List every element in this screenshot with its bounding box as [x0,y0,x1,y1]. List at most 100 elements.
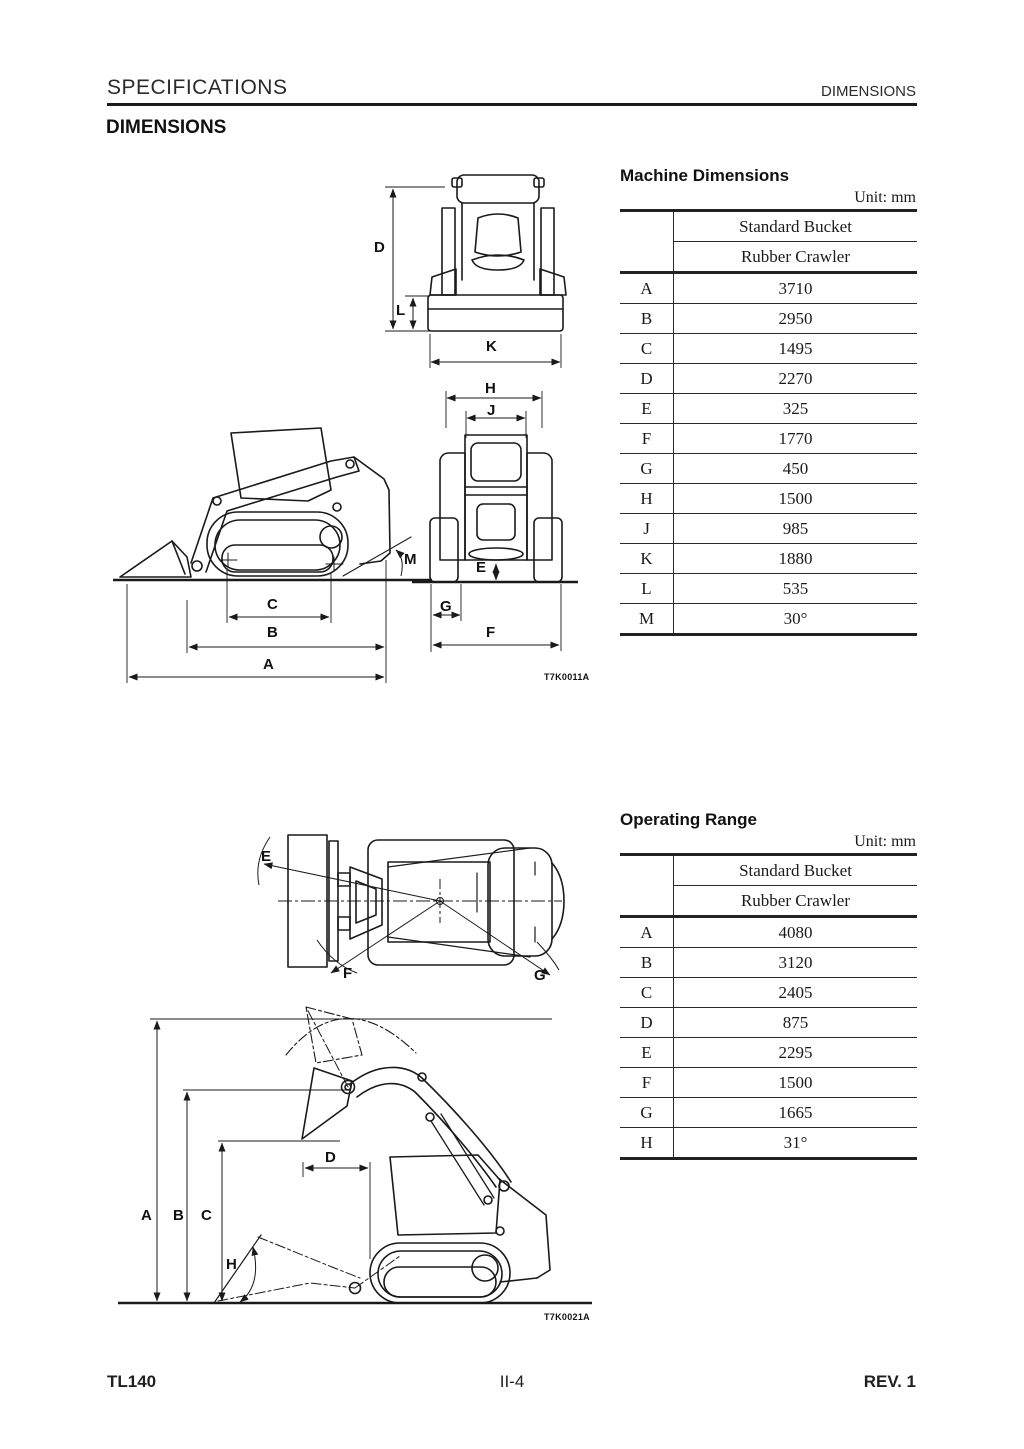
row-label: G [620,453,674,484]
range-side-view-drawing [213,1006,551,1304]
row-label: C [620,977,674,1008]
row-value: 31° [783,1132,808,1152]
section-header: SPECIFICATIONS [107,76,288,99]
row-value: 2405 [673,977,917,1008]
row-label: F [620,1067,674,1098]
dim-label-m: M [404,551,417,568]
table-corner-cell [620,854,674,918]
row-label: H [620,1127,674,1159]
row-value: 1665 [673,1097,917,1128]
range-label-b: B [173,1207,184,1224]
row-label: A [620,272,674,304]
dim-label-f: F [486,624,496,641]
figure-2-id: T7K0021A [544,1312,590,1322]
row-label: D [620,1007,674,1038]
top-view-drawing [287,834,565,968]
range-label-e: E [261,848,272,865]
column-subheader: Rubber Crawler [673,885,917,918]
row-value: 535 [673,573,917,604]
row-value: 3710 [673,272,917,304]
rear-view-drawing [429,434,563,583]
machine-dimensions-block: Machine Dimensions Unit: mm Standard Buc… [620,166,917,636]
row-label: A [620,916,674,948]
range-label-g: G [534,967,546,984]
dim-label-h: H [485,380,496,397]
row-value: 2950 [673,303,917,334]
row-value: 3120 [673,947,917,978]
dimension-lines [126,186,562,683]
range-dimension-lines [118,1018,592,1305]
row-label: K [620,543,674,574]
machine-dimensions-drawing [113,174,578,683]
ground-lines [113,578,578,584]
row-value: 30° [783,608,808,628]
range-label-h: H [226,1256,237,1273]
row-value: 450 [673,453,917,484]
dim-label-l: L [396,302,406,319]
row-value: 875 [673,1007,917,1038]
row-value: 1770 [673,423,917,454]
row-label: F [620,423,674,454]
page-title: DIMENSIONS [106,117,227,138]
table-row: M 30° [620,603,917,635]
row-value: 1500 [673,483,917,514]
table-corner-cell [620,210,674,274]
row-label: E [620,393,674,424]
row-value: 1495 [673,333,917,364]
machine-dimensions-unit: Unit: mm [854,189,916,206]
row-label: M [620,603,674,635]
column-header: Standard Bucket [673,210,917,242]
row-label: C [620,333,674,364]
column-header: Standard Bucket [673,854,917,886]
range-label-c: C [201,1207,212,1224]
row-value: 325 [673,393,917,424]
operating-range-drawing [118,834,592,1305]
machine-dimensions-figure [100,160,610,690]
dim-label-k: K [486,338,497,355]
row-label: L [620,573,674,604]
section-header-right: DIMENSIONS [820,83,916,100]
range-label-f: F [343,965,353,982]
operating-range-figure [100,815,610,1325]
front-view-drawing [427,174,567,332]
figure-1-id: T7K0011A [544,672,590,682]
dim-label-d: D [374,239,385,256]
row-value: 1880 [673,543,917,574]
range-label-d: D [325,1149,336,1166]
operating-range-block: Operating Range Unit: mm Standard Bucket… [620,810,917,1160]
footer-page-number: II-4 [499,1372,525,1391]
dim-label-e: E [476,559,487,576]
row-label: B [620,303,674,334]
dim-label-b: B [267,624,278,641]
range-label-a: A [141,1207,152,1224]
header-divider [107,103,917,106]
row-label: E [620,1037,674,1068]
row-value: 2295 [673,1037,917,1068]
table-row: H 31° [620,1127,917,1159]
footer-model: TL140 [107,1372,157,1391]
row-value: 985 [673,513,917,544]
operating-range-title: Operating Range [620,810,757,829]
row-value: 1500 [673,1067,917,1098]
row-label: H [620,483,674,514]
column-subheader: Rubber Crawler [673,241,917,274]
machine-dimensions-title: Machine Dimensions [620,166,790,185]
row-label: D [620,363,674,394]
row-value: 2270 [673,363,917,394]
